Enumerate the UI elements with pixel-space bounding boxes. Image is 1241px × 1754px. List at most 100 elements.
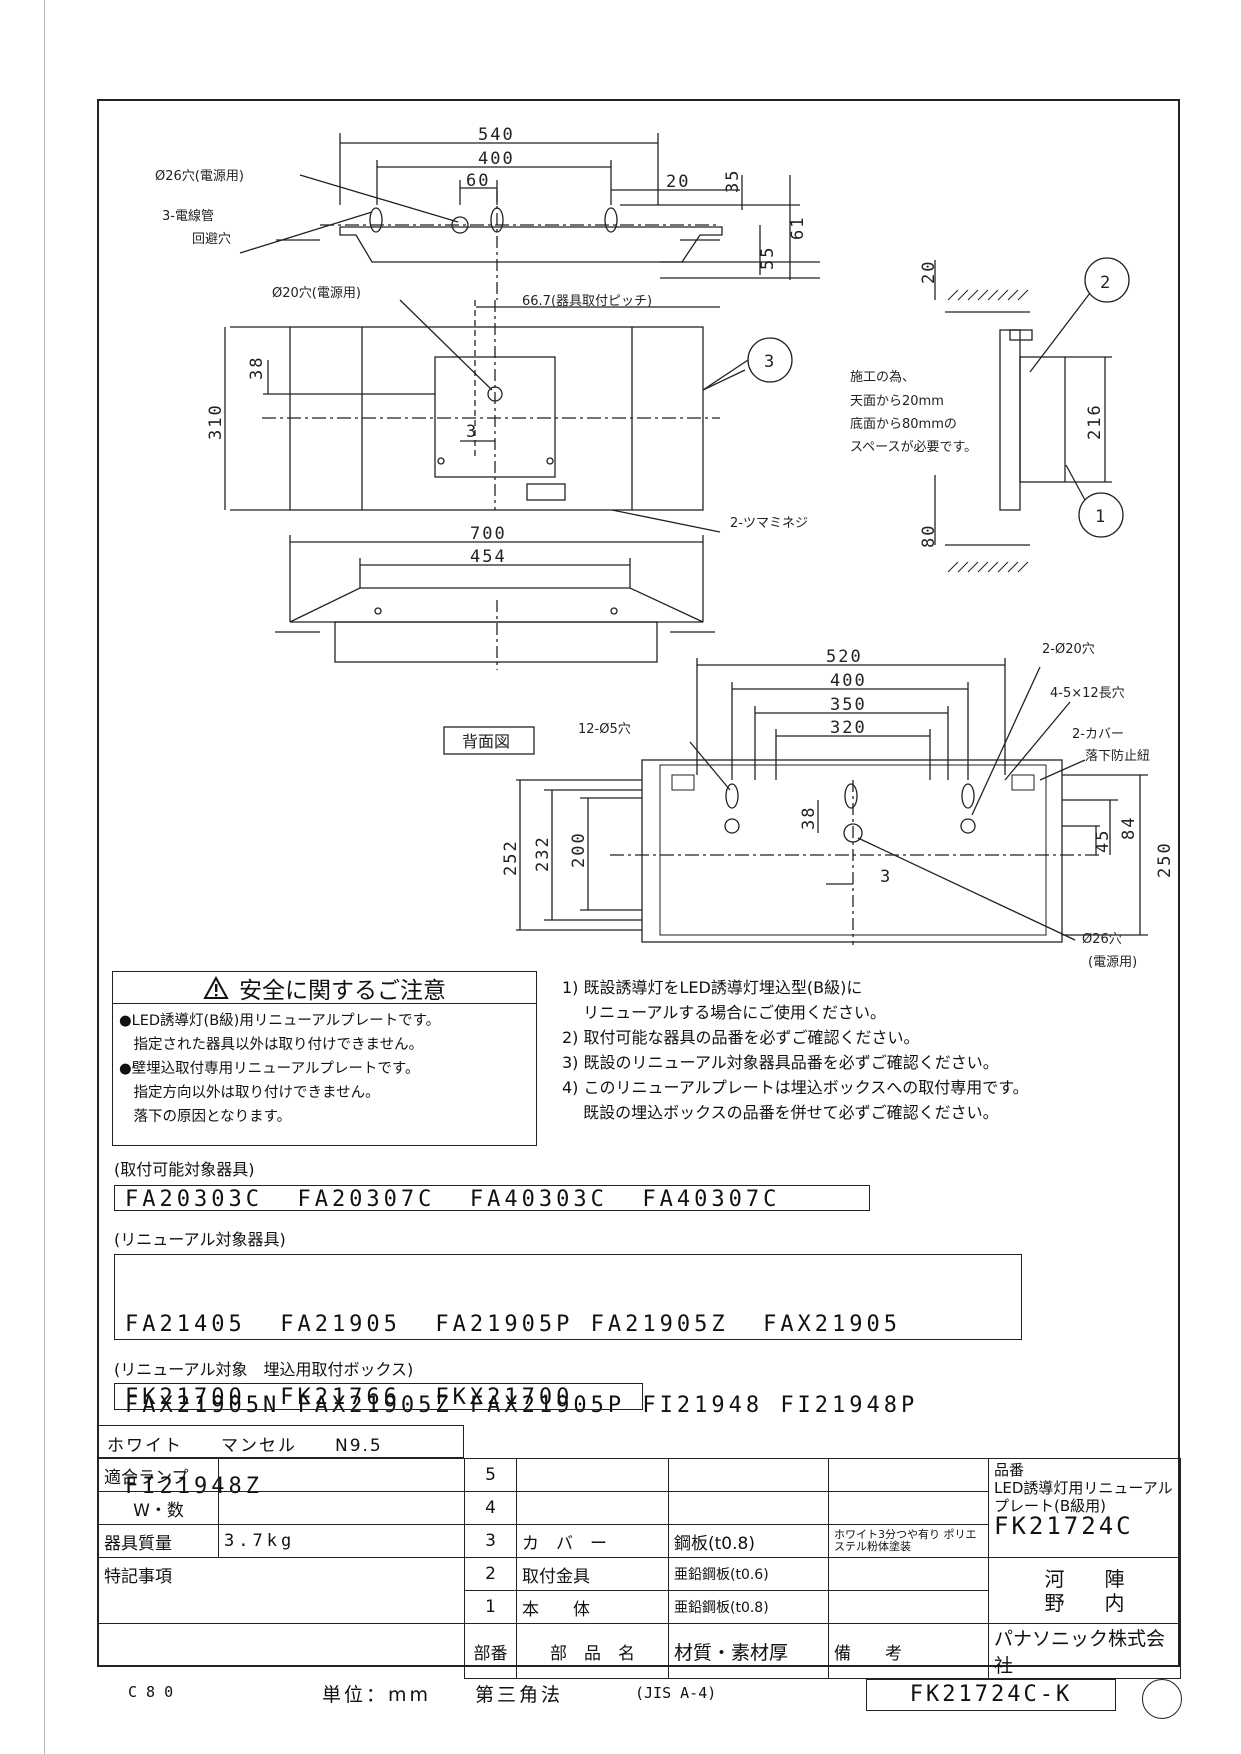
dim-back-400: 400	[830, 671, 867, 691]
knob-screw-label: 2-ツマミネジ	[730, 516, 808, 531]
balloon-3-number: 3	[764, 352, 776, 372]
dim-60: 60	[466, 171, 490, 191]
part-no: 5	[464, 1458, 517, 1492]
note-line: 3) 既設のリニューアル対象器具品番を必ずご確認ください。	[562, 1053, 999, 1072]
balloon-2	[1084, 257, 1130, 303]
dim-454: 454	[470, 547, 507, 567]
part-note	[828, 1458, 989, 1492]
dim-400: 400	[478, 149, 515, 169]
renewal-title: (リニューアル対象器具)	[114, 1230, 286, 1249]
balloon-1-number: 1	[1095, 507, 1107, 527]
product-desc: プレート(B級用)	[994, 1497, 1106, 1515]
dim-250: 250	[1155, 841, 1175, 878]
safety-line: ●LED誘導灯(B級)用リニューアルプレートです。	[119, 1013, 441, 1029]
note-line: 既設の埋込ボックスの品番を併せて必ずご確認ください。	[562, 1103, 999, 1122]
product-code: FK21724C	[994, 1512, 1134, 1540]
watt-label: W・数	[98, 1491, 219, 1525]
title-block: 適合ランプ 5 品番 LED誘導灯用リニューアル プレート(B級用) FK217…	[98, 1458, 1181, 1679]
code-c80: C 8 0	[128, 1683, 174, 1701]
part-name	[516, 1458, 669, 1492]
safety-line: 指定方向以外は取り付けできません。	[119, 1085, 380, 1101]
special-notes-label: 特記事項	[98, 1557, 465, 1624]
part-material	[668, 1491, 829, 1525]
header-part-name: 部 品 名	[516, 1623, 669, 1679]
part-note	[828, 1491, 989, 1525]
cover-label-1: 2-カバー	[1072, 727, 1124, 742]
units-projection: 単位：mm 第三角法	[322, 1684, 564, 1706]
part-note	[828, 1590, 989, 1624]
part-name: 本 体	[516, 1590, 669, 1624]
safety-line: ●壁埋込取付専用リニューアルプレートです。	[119, 1061, 420, 1077]
space-note-2: 天面から20mm	[850, 394, 944, 409]
header-part-no: 部番	[464, 1623, 517, 1679]
mass-label: 器具質量	[98, 1524, 219, 1558]
compatible-codes: FA20303C FA20307C FA40303C FA40307C	[114, 1185, 870, 1212]
space-note-4: スペースが必要です。	[850, 440, 977, 455]
dim-38: 38	[247, 356, 267, 380]
renewal-code-line: FA21405 FA21905 FA21905P FA21905Z FAX219…	[125, 1312, 902, 1337]
note-line: 4) このリニューアルプレートは埋込ボックスへの取付専用です。	[562, 1078, 1029, 1097]
dim-252: 252	[501, 839, 521, 876]
header-material: 材質・素材厚	[668, 1623, 829, 1679]
product-label: 品番	[994, 1461, 1025, 1479]
slot-label: 4-5×12長穴	[1050, 686, 1125, 701]
dim-350: 350	[830, 695, 867, 715]
dim-540: 540	[478, 125, 515, 145]
note-line: 1) 既設誘導灯をLED誘導灯埋込型(B級)に	[562, 978, 863, 997]
space-note-3: 底面から80mmの	[850, 416, 957, 432]
dim-3: 3	[466, 422, 478, 442]
header-note: 備 考	[828, 1623, 989, 1679]
hole26-label: Ø26穴(電源用)	[155, 169, 244, 184]
top-view-outline	[339, 226, 723, 263]
warning-triangle-icon	[203, 975, 229, 999]
side-dim-20: 20	[919, 260, 939, 284]
color-spec: ホワイト マンセル N9.5	[98, 1425, 464, 1458]
product-cell: 品番 LED誘導灯用リニューアル プレート(B級用) FK21724C	[988, 1458, 1181, 1558]
part-material: 鋼板(t0.8)	[668, 1524, 829, 1558]
balloon-1	[1078, 492, 1124, 538]
dim-700: 700	[470, 524, 507, 544]
dim-84: 84	[1119, 816, 1139, 840]
paper-size: (JIS A-4)	[635, 1684, 717, 1702]
part-note	[828, 1557, 989, 1591]
safety-line: 落下の原因となります。	[119, 1109, 292, 1125]
dim-35: 35	[723, 169, 743, 193]
part-name: カ バ ー	[516, 1524, 669, 1558]
note-line: 2) 取付可能な器具の品番を必ずご確認ください。	[562, 1028, 920, 1047]
names-cell: 河 陣 野 内	[988, 1557, 1181, 1624]
product-desc: LED誘導灯用リニューアル	[994, 1479, 1173, 1497]
note-line: リニューアルする場合にご使用ください。	[562, 1003, 886, 1022]
approver-names: 野 内	[1044, 1590, 1125, 1615]
usage-notes: 1) 既設誘導灯をLED誘導灯埋込型(B級)に リニューアルする場合にご使用くだ…	[562, 975, 1029, 1125]
part-name: 取付金具	[516, 1557, 669, 1591]
part-material	[668, 1458, 829, 1492]
side-dim-80: 80	[919, 524, 939, 548]
dim-back-38: 38	[799, 806, 819, 830]
lamp-label: 適合ランプ	[98, 1458, 219, 1492]
part-no: 3	[464, 1524, 517, 1558]
part-no: 1	[464, 1590, 517, 1624]
safety-line: 指定された器具以外は取り付けできません。	[119, 1037, 424, 1053]
balloon-2-number: 2	[1100, 273, 1112, 293]
boxes-codes: FK21700 FK21766 FKX21700	[114, 1383, 643, 1410]
back-hole26-label-2: (電源用)	[1088, 955, 1137, 970]
part-no: 4	[464, 1491, 517, 1525]
dim-61: 61	[788, 216, 808, 240]
mass-value: 3.7kg	[218, 1524, 465, 1558]
dim-320: 320	[830, 718, 867, 738]
holes-12-label: 12-Ø5穴	[578, 722, 631, 737]
part-name	[516, 1491, 669, 1525]
dim-200: 200	[569, 831, 589, 868]
back-view-label: 背面図	[462, 732, 510, 751]
part-note: ホワイト3分つや有り ポリエステル粉体塗装	[828, 1524, 989, 1558]
back-view-outline	[641, 759, 1063, 943]
hole20-label: Ø20穴(電源用)	[272, 286, 361, 301]
conduit-hole	[369, 207, 383, 233]
conduit-label-1: 3-電線管	[162, 208, 214, 224]
cover-label-2: 落下防止紐	[1085, 748, 1150, 764]
conduit-hole	[604, 207, 618, 233]
part-material: 亜鉛鋼板(t0.8)	[668, 1590, 829, 1624]
binding-line	[44, 0, 45, 1754]
holes-2-20-label: 2-Ø20穴	[1042, 642, 1095, 657]
